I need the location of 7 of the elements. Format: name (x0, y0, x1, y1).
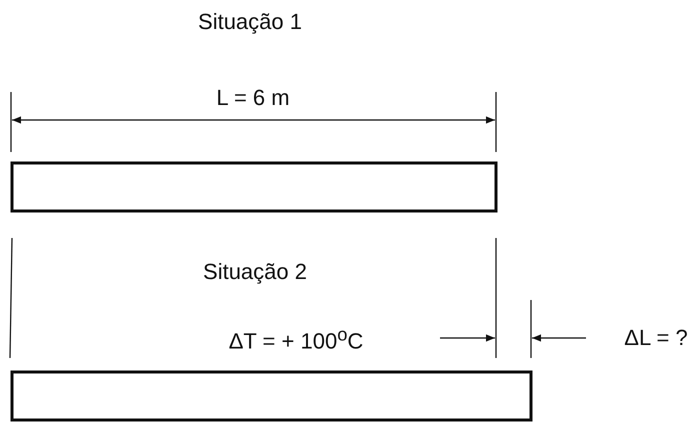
situation-heading: Situação 1 (198, 9, 302, 35)
metal-bar (10, 162, 498, 212)
dimension-label: L = 6 m (216, 85, 290, 111)
situation-heading: Situação 2 (203, 259, 307, 285)
temperature-change-label: ΔT = + 100$^{o}$C (228, 322, 364, 355)
dimension-label: ΔL = ? (624, 325, 688, 351)
metal-bar (10, 370, 532, 422)
